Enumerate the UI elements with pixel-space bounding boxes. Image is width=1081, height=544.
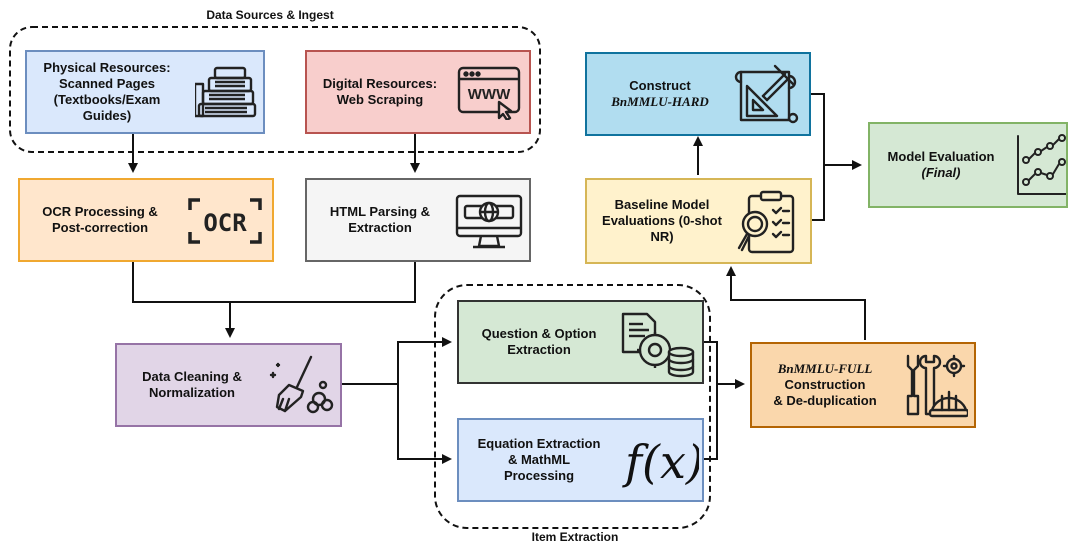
ocr-icon: OCR: [188, 198, 262, 244]
function-icon-text: f(x): [622, 435, 699, 489]
physical-line-2: Scanned Pages: [58, 76, 156, 91]
arrow-to-equation: [397, 384, 452, 464]
blueprint-icon: [734, 64, 799, 124]
line-question-out: [703, 341, 718, 384]
arrow-full-to-baseline: [726, 266, 866, 340]
line-hard-out: [810, 93, 825, 165]
digital-line-2: Web Scraping: [336, 92, 424, 107]
svg-text:WWW: WWW: [468, 86, 511, 103]
physical-line-1: Physical Resources:: [43, 60, 171, 75]
full-line-3: & De-duplication: [773, 393, 877, 408]
physical-line-3: (Textbooks/Exam: [53, 92, 161, 107]
final-line-2: (Final): [921, 165, 961, 180]
cleaning-line-2: Normalization: [149, 385, 235, 400]
full-line-1: BnMMLU-FULL: [777, 361, 873, 376]
line-ocr-merge: [132, 261, 416, 303]
final-evaluation-node: Model Evaluation (Final): [868, 122, 1068, 208]
broom-icon: [269, 355, 334, 414]
line-equation-out: [703, 384, 718, 460]
scatter-chart-icon: [1017, 134, 1066, 195]
construct-hard-node: Construct BnMMLU-HARD: [585, 52, 811, 136]
html-line-2: Extraction: [348, 220, 412, 235]
clipboard-magnifier-icon: [737, 190, 795, 254]
ocr-line-2: Post-correction: [51, 220, 149, 235]
ocr-processing-node: OCR Processing & Post-correction OCR: [18, 178, 274, 262]
ocr-line-1: OCR Processing &: [42, 204, 158, 219]
ingest-group-label: Data Sources & Ingest: [206, 8, 334, 22]
item-extraction-group-label: Item Extraction: [531, 530, 619, 544]
final-line-1: Model Evaluation: [887, 149, 995, 164]
web-browser-icon: WWW: [457, 66, 521, 120]
equation-extraction-node: Equation Extraction & MathML Processing …: [457, 418, 704, 502]
equation-line-1: Equation Extraction: [477, 436, 601, 451]
question-extraction-node: Question & Option Extraction: [457, 300, 704, 384]
full-line-2: Construction: [784, 377, 866, 392]
baseline-evaluation-node: Baseline Model Evaluations (0-shot NR): [585, 178, 812, 264]
baseline-line-3: NR): [650, 229, 674, 244]
equation-line-3: Processing: [503, 468, 575, 483]
line-baseline-out: [811, 165, 825, 221]
digital-resources-node: Digital Resources: Web Scraping WWW: [305, 50, 531, 134]
arrow-to-question: [397, 337, 452, 384]
construct-hard-line-2: BnMMLU-HARD: [611, 94, 709, 109]
html-line-1: HTML Parsing &: [329, 204, 431, 219]
ingest-group-border: [9, 26, 541, 153]
physical-line-4: Guides): [82, 108, 132, 123]
construct-hard-line-1: Construct: [629, 78, 691, 93]
baseline-line-1: Baseline Model: [614, 197, 710, 212]
full-construction-node: BnMMLU-FULL Construction & De-duplicatio…: [750, 342, 976, 428]
books-icon: [195, 66, 257, 118]
globe-monitor-icon: [455, 194, 523, 249]
tools-helmet-icon: [906, 354, 968, 418]
baseline-line-2: Evaluations (0-shot: [602, 213, 722, 228]
equation-line-2: & MathML: [507, 452, 571, 467]
html-parsing-node: HTML Parsing & Extraction: [305, 178, 531, 262]
document-gear-database-icon: [621, 312, 695, 378]
data-cleaning-node: Data Cleaning & Normalization: [115, 343, 342, 427]
cleaning-line-1: Data Cleaning &: [142, 369, 242, 384]
physical-resources-node: Physical Resources: Scanned Pages (Textb…: [25, 50, 265, 134]
ocr-icon-text: OCR: [203, 209, 247, 237]
question-line-2: Extraction: [507, 342, 571, 357]
item-extraction-group-border: [434, 284, 711, 529]
digital-line-1: Digital Resources:: [322, 76, 438, 91]
function-icon: f(x): [622, 435, 699, 489]
question-line-1: Question & Option: [481, 326, 597, 341]
